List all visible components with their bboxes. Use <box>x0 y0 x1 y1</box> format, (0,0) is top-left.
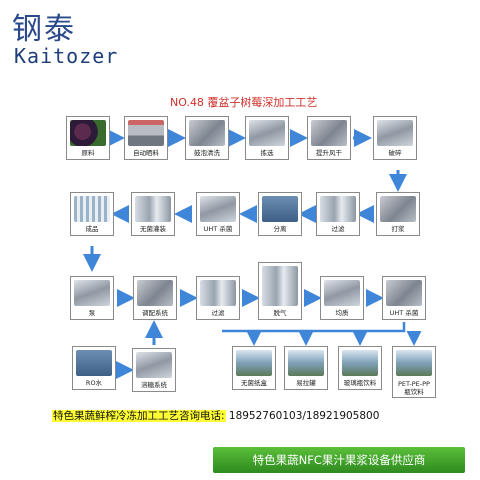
step-label: 过滤 <box>211 309 225 317</box>
contact-line: 特色果蔬鲜榨冷冻加工工艺咨询电话: 18952760103/1892190580… <box>52 408 379 424</box>
pulp-photo <box>380 196 416 222</box>
step-uht-sterilize-2: UHT 杀菌 <box>382 276 426 320</box>
step-pet-bottle: PET-PE-PP 瓶饮料 <box>392 346 436 398</box>
step-label: 自动晒料 <box>133 149 159 157</box>
step-label: 调配系统 <box>142 309 168 317</box>
lift-dry-photo <box>311 120 347 146</box>
step-uht-sterilize-1: UHT 杀菌 <box>196 192 240 236</box>
ro-water-photo <box>76 350 112 376</box>
step-label: 玻璃瓶饮料 <box>343 379 377 387</box>
sort-photo <box>249 120 285 146</box>
step-aseptic-carton: 无菌纸盒 <box>232 346 276 390</box>
step-degas: 脱气 <box>258 262 302 320</box>
step-label: 过滤 <box>331 225 345 233</box>
pet-bottle-photo <box>396 350 432 376</box>
step-label: 均质 <box>335 309 349 317</box>
step-sugar-system: 溶糖系统 <box>132 348 176 392</box>
step-filter-1: 过滤 <box>316 192 360 236</box>
step-label: 泵 <box>88 309 96 317</box>
homogenize-photo <box>324 280 360 306</box>
pump-photo <box>74 280 110 306</box>
step-finished-product: 成品 <box>70 192 114 236</box>
step-label: 拣选 <box>260 149 274 157</box>
aseptic-carton-photo <box>236 350 272 376</box>
finished-product-photo <box>74 196 110 222</box>
step-pump: 泵 <box>70 276 114 320</box>
arrow-uht2-distribution <box>222 322 406 333</box>
step-label: 打浆 <box>391 225 405 233</box>
step-crush: 破碎 <box>373 116 417 160</box>
step-label: 成品 <box>85 225 99 233</box>
step-label: UHT 杀菌 <box>389 309 419 317</box>
contact-label: 特色果蔬鲜榨冷冻加工工艺咨询电话: <box>52 410 226 422</box>
crush-photo <box>377 120 413 146</box>
step-label: 脱气 <box>273 309 287 317</box>
step-label: 无菌纸盒 <box>241 379 267 387</box>
step-label: 易拉罐 <box>296 379 316 387</box>
logo-chinese: 钢泰 <box>12 12 76 47</box>
step-label: 原料 <box>81 149 95 157</box>
contact-phones: 18952760103/18921905800 <box>228 410 380 422</box>
step-sort: 拣选 <box>245 116 289 160</box>
step-lift-dry: 提升风干 <box>307 116 351 160</box>
diagram-title: NO.48 覆盆子树莓深加工工艺 <box>170 96 318 109</box>
step-separate: 分离 <box>258 192 302 236</box>
step-label: 溶糖系统 <box>141 381 167 389</box>
step-homogenize: 均质 <box>320 276 364 320</box>
step-can: 易拉罐 <box>284 346 328 390</box>
step-label: 提升风干 <box>316 149 342 157</box>
step-label: 无菌灌装 <box>140 225 166 233</box>
step-filter-2: 过滤 <box>196 276 240 320</box>
raw-material-photo <box>70 120 106 146</box>
step-auto-wash: 自动晒料 <box>124 116 168 160</box>
step-raw-material: 原料 <box>66 116 110 160</box>
separate-photo <box>262 196 298 222</box>
blend-system-photo <box>137 280 173 306</box>
degas-photo <box>262 266 298 306</box>
logo-english: Kaitozer <box>14 44 119 68</box>
sugar-system-photo <box>136 352 172 378</box>
step-label: 分离 <box>273 225 287 233</box>
filter-photo <box>320 196 356 222</box>
step-label: UHT 杀菌 <box>203 225 233 233</box>
bubble-wash-photo <box>189 120 225 146</box>
aseptic-fill-photo <box>135 196 171 222</box>
auto-wash-photo <box>128 120 164 146</box>
step-label: 破碎 <box>388 149 402 157</box>
step-label: PET-PE-PP 瓶饮料 <box>398 380 430 396</box>
step-glass-bottle: 玻璃瓶饮料 <box>338 346 382 390</box>
can-photo <box>288 350 324 376</box>
step-label: RO水 <box>85 379 103 387</box>
step-label: 鼓泡清洗 <box>194 149 220 157</box>
glass-bottle-photo <box>342 350 378 376</box>
uht-photo <box>200 196 236 222</box>
step-bubble-wash: 鼓泡清洗 <box>185 116 229 160</box>
filter-2-photo <box>200 280 236 306</box>
uht-2-photo <box>386 280 422 306</box>
step-blend-system: 调配系统 <box>133 276 177 320</box>
supplier-banner: 特色果蔬NFC果汁果浆设备供应商 <box>213 447 465 473</box>
step-pulp: 打浆 <box>376 192 420 236</box>
step-aseptic-fill: 无菌灌装 <box>131 192 175 236</box>
step-ro-water: RO水 <box>72 346 116 390</box>
